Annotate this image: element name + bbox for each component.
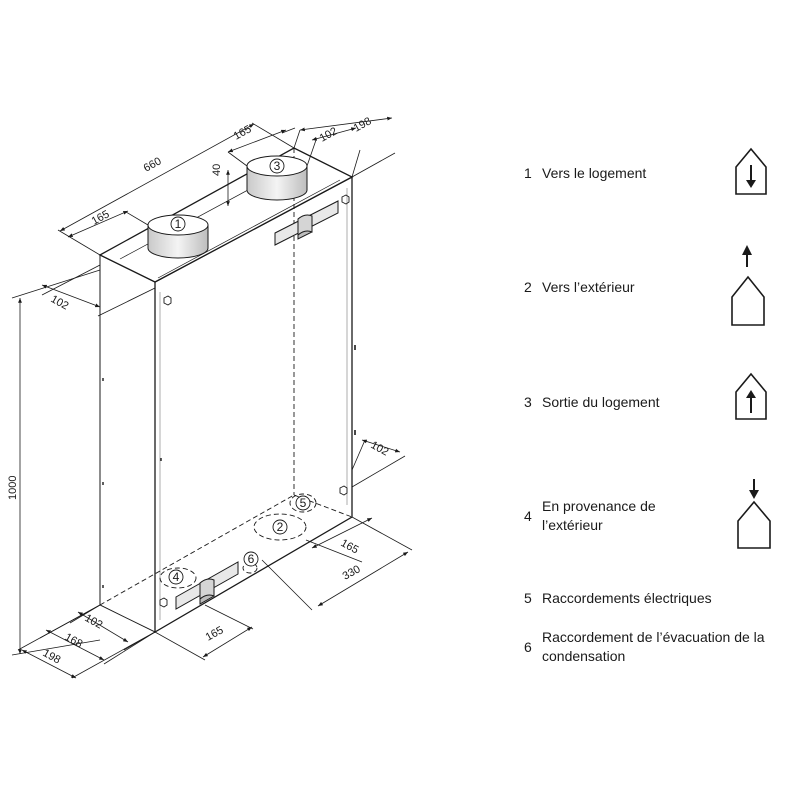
house-arrow-down-outside-icon xyxy=(737,479,771,549)
dim-102-bottom-left: 102 xyxy=(83,612,105,631)
dim-165-left: 165 xyxy=(90,208,112,227)
legend-text: Raccordement de l’évacuation de la conde… xyxy=(542,629,765,664)
marker-2 xyxy=(272,519,288,535)
legend-number: 2 xyxy=(524,279,532,295)
legend-number: 5 xyxy=(524,590,532,606)
marker-4-circle xyxy=(159,567,197,589)
legend-number: 6 xyxy=(524,639,532,655)
marker-2-label: 2 xyxy=(277,520,284,534)
legend-text: Vers le logement xyxy=(542,165,647,181)
marker-3-label: 3 xyxy=(274,159,281,173)
marker-6 xyxy=(243,551,259,567)
house-arrow-up-inside-icon xyxy=(735,372,767,420)
marker-5-circle xyxy=(289,493,317,513)
legend-number: 1 xyxy=(524,165,532,181)
legend-text: Sortie du logement xyxy=(542,394,660,410)
condensate-slots xyxy=(175,200,339,610)
unit-left-side xyxy=(99,254,156,633)
marker-4-label: 4 xyxy=(173,570,180,584)
dim-660: 660 xyxy=(142,155,164,174)
house-arrow-down-inside-icon xyxy=(735,147,767,195)
house-arrow-up-outside-icon xyxy=(731,245,765,326)
legend-icons xyxy=(731,147,771,549)
dim-165-right: 165 xyxy=(339,537,361,556)
legend-text: Vers l’extérieur xyxy=(542,279,635,295)
marker-3 xyxy=(269,158,285,174)
dim-168: 168 xyxy=(63,631,85,650)
legend-text: Raccordements électriques xyxy=(542,590,712,606)
dim-198-bottom: 198 xyxy=(41,647,63,666)
dim-102-top-right: 102 xyxy=(318,125,340,144)
legend-text: En provenance de l’extérieur xyxy=(542,498,656,533)
marker-6-label: 6 xyxy=(248,552,255,566)
dim-198-top-right: 198 xyxy=(352,115,374,134)
marker-5 xyxy=(295,495,311,511)
dim-102-right: 102 xyxy=(369,439,391,458)
marker-4 xyxy=(168,569,184,585)
marker-5-label: 5 xyxy=(300,496,307,510)
dimension-lines xyxy=(11,116,413,679)
dim-40: 40 xyxy=(211,164,223,176)
marker-2-circle xyxy=(253,513,307,541)
hidden-edges xyxy=(99,148,353,606)
legend-number: 4 xyxy=(524,508,532,524)
legend-number: 3 xyxy=(524,394,532,410)
marker-1-label: 1 xyxy=(175,217,182,231)
dim-165-front: 165 xyxy=(204,624,226,643)
dim-330: 330 xyxy=(341,563,363,582)
dim-102-top-left: 102 xyxy=(49,293,71,312)
dim-1000: 1000 xyxy=(7,476,19,500)
